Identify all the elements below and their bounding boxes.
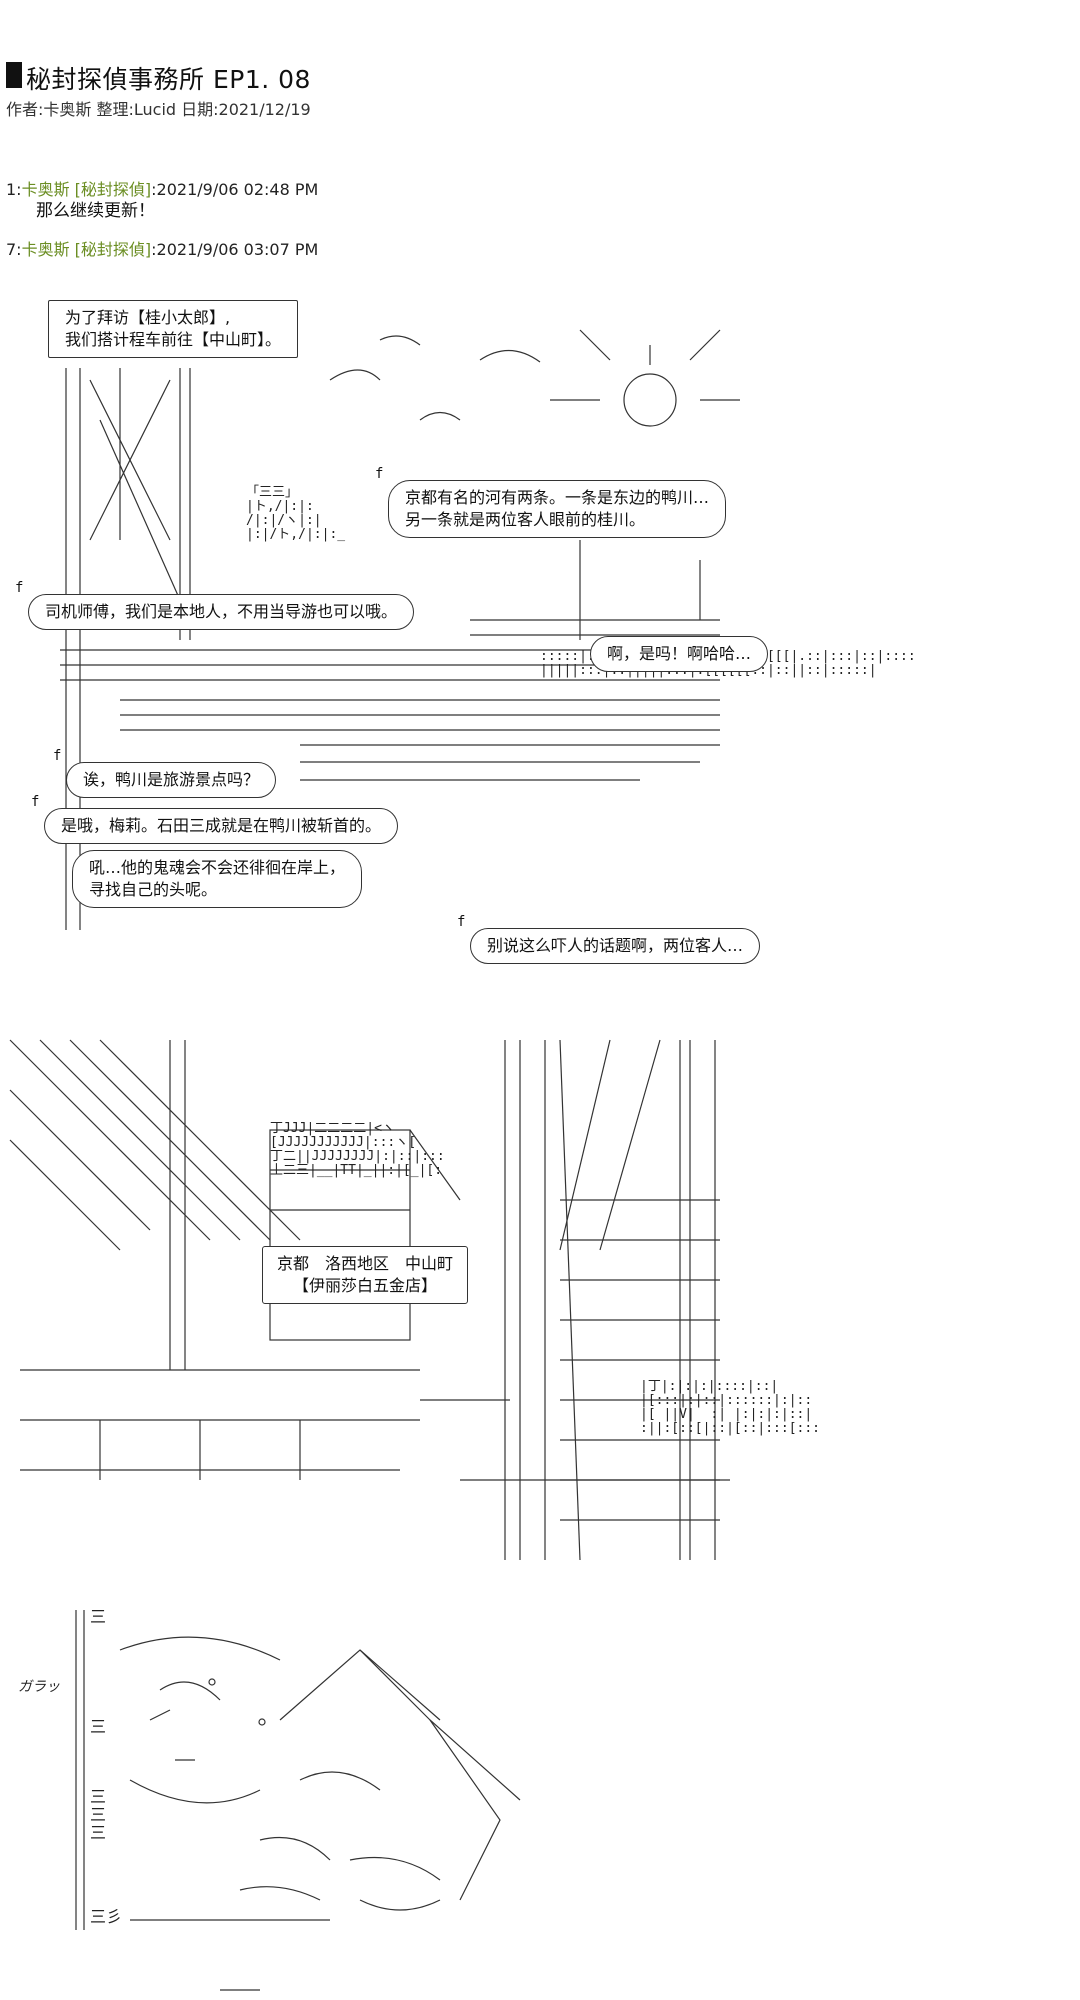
door-glyph: 三彡: [90, 1907, 123, 1926]
caption-line: 为了拜访【桂小太郎】,: [65, 308, 231, 327]
speech-bubble-driver-kyoto: f 京都有名的河有两条。一条是东边的鸭川… 另一条就是两位客人眼前的桂川。: [375, 466, 727, 538]
bubble-line: 京都有名的河有两条。一条是东边的鸭川…: [405, 488, 710, 507]
title-marker: [6, 62, 22, 88]
door-glyph: 三: [90, 1823, 107, 1842]
bubble-line: 是哦，梅莉。石田三成就是在鸭川被斩首的。: [61, 816, 382, 835]
bubble-line: 吼…他的鬼魂会不会还徘徊在岸上，: [89, 858, 346, 877]
bubble-line: 寻找自己的头呢。: [89, 880, 218, 899]
post-number: 7:: [6, 240, 22, 259]
post-header: 7:卡奥斯 [秘封探偵]:2021/9/06 03:07 PM: [6, 236, 318, 260]
location-caption: 京都 洛西地区 中山町 【伊丽莎白五金店】: [262, 1246, 469, 1304]
door-glyph: 三: [90, 1607, 107, 1626]
ascii-art-fragment: 丁JJJ|二二二二|<ヽ [JJJJJJJJJJJ|:::ヽ[ 丁二||JJJJ…: [270, 1121, 445, 1178]
bubble-tail-mark: f: [31, 794, 40, 810]
bubble-tail-mark: f: [375, 466, 384, 482]
post-timestamp: :2021/9/06 03:07 PM: [151, 240, 319, 259]
bubble-tail-mark: f: [53, 748, 62, 764]
bubble-tail-mark: f: [15, 580, 24, 596]
sound-effect: ガラッ: [18, 1679, 60, 1695]
post-header: 1:卡奥斯 [秘封探偵]:2021/9/06 02:48 PM: [6, 176, 318, 200]
speech-bubble-local: f 司机师傅，我们是本地人，不用当导游也可以哦。: [15, 580, 415, 630]
door-glyph: 三: [90, 1717, 107, 1736]
post-timestamp: :2021/9/06 02:48 PM: [151, 180, 319, 199]
location-line: 京都 洛西地区 中山町: [277, 1254, 454, 1273]
caption-line: 我们搭计程车前往【中山町】。: [65, 330, 282, 349]
speech-bubble-ghost: 吼…他的鬼魂会不会还徘徊在岸上， 寻找自己的头呢。: [72, 850, 363, 908]
location-line: 【伊丽莎白五金店】: [293, 1276, 438, 1295]
bubble-tail-mark: f: [457, 914, 466, 930]
ascii-art-fragment: 「三三」 |ト,/|:|: /|:|/ヽ|:| |:|/ト,/|:|:_: [246, 485, 346, 542]
bubble-line: 司机师傅，我们是本地人，不用当导游也可以哦。: [45, 602, 398, 621]
narration-caption: 为了拜访【桂小太郎】, 我们搭计程车前往【中山町】。: [48, 300, 299, 358]
page-meta: 作者:卡奥斯 整理:Lucid 日期:2021/12/19: [6, 100, 311, 119]
post-body: 那么继续更新！: [36, 201, 155, 221]
speech-bubble-question: f 诶，鸭川是旅游景点吗？: [53, 748, 277, 798]
door-glyph: 三: [90, 1805, 107, 1824]
speech-bubble-answer: f 是哦，梅莉。石田三成就是在鸭川被斩首的。: [31, 794, 399, 844]
bubble-line: 另一条就是两位客人眼前的桂川。: [405, 510, 646, 529]
ascii-art-fragment: |丁|:|:|:|::::|::| |[:::|:|::|::::::|:|::…: [640, 1379, 821, 1436]
door-glyph: 三: [90, 1787, 107, 1806]
speech-bubble-scary: f 别说这么吓人的话题啊，两位客人…: [457, 914, 761, 964]
post-author[interactable]: 卡奥斯 [秘封探偵]: [21, 180, 152, 199]
bubble-line: 啊，是吗！啊哈哈…: [607, 644, 752, 663]
post-number: 1:: [6, 180, 22, 199]
bubble-line: 诶，鸭川是旅游景点吗？: [83, 770, 260, 789]
speech-bubble-really: 啊，是吗！啊哈哈…: [590, 636, 769, 672]
bubble-line: 别说这么吓人的话题啊，两位客人…: [487, 936, 744, 955]
post-author[interactable]: 卡奥斯 [秘封探偵]: [21, 240, 152, 259]
page-title: 秘封探偵事務所 EP1. 08: [26, 65, 311, 94]
